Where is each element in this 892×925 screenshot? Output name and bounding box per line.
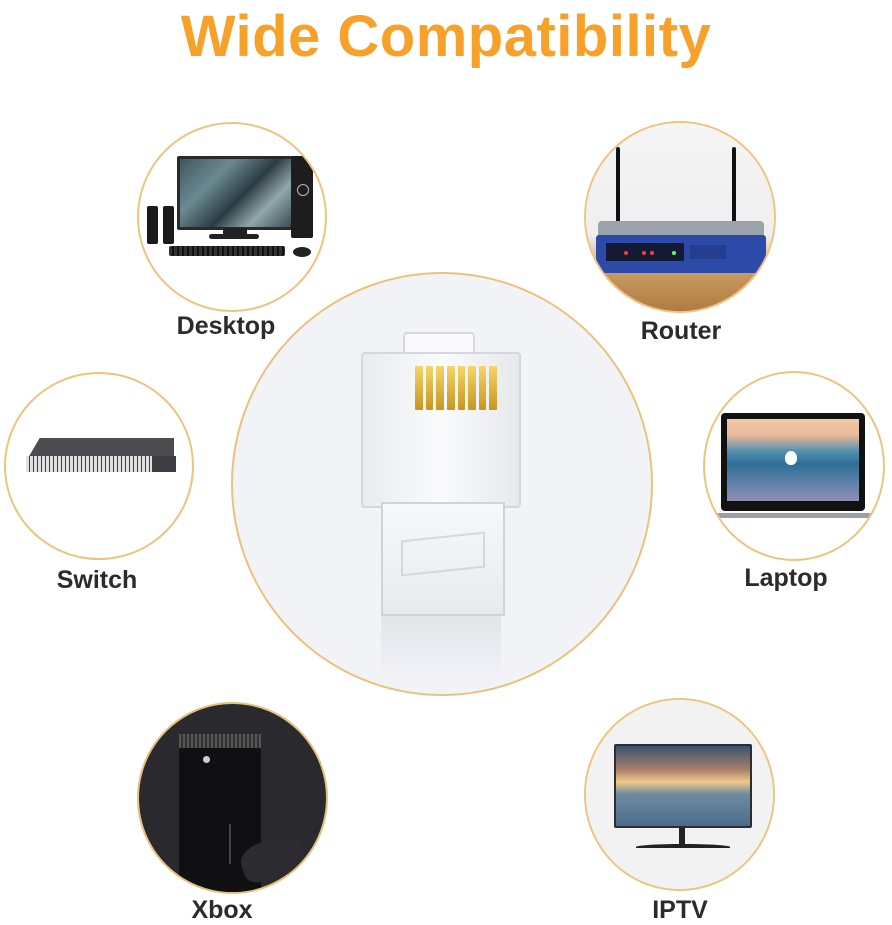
keyboard-icon <box>169 246 285 256</box>
mouse-icon <box>293 247 311 257</box>
led-icon <box>642 251 646 255</box>
antenna-icon <box>732 147 736 223</box>
pin <box>415 366 423 410</box>
xbox-logo-icon <box>203 756 210 763</box>
router-badge <box>690 245 726 259</box>
device-label-laptop: Laptop <box>744 564 828 592</box>
xbox-image <box>137 702 328 894</box>
disc-slot <box>229 824 231 864</box>
led-icon <box>672 251 676 255</box>
gold-pins <box>415 366 497 410</box>
pin <box>478 366 487 410</box>
xbox-vent-grille <box>179 734 261 748</box>
brand-logo-icon <box>297 184 309 196</box>
led-icon <box>624 251 628 255</box>
laptop-image <box>703 371 885 561</box>
pin <box>436 366 444 410</box>
device-label-desktop: Desktop <box>176 312 276 340</box>
iptv-image <box>584 698 775 891</box>
pin <box>468 366 476 410</box>
router-image <box>584 121 776 313</box>
device-label-iptv: IPTV <box>652 896 708 924</box>
pin <box>425 366 434 410</box>
rj45-connector-image <box>231 272 653 696</box>
speaker-icon <box>163 206 174 244</box>
pin <box>446 366 455 410</box>
monitor-base <box>209 234 259 239</box>
desktop-image <box>137 122 327 312</box>
switch-top <box>28 438 174 458</box>
connector-lower <box>381 502 505 616</box>
apple-logo-icon <box>785 451 797 465</box>
device-label-switch: Switch <box>56 566 138 594</box>
led-icon <box>650 251 654 255</box>
connector-reflection <box>381 614 501 684</box>
monitor-stand <box>223 228 247 236</box>
tv-base <box>636 844 730 850</box>
antenna-icon <box>616 147 620 223</box>
speaker-icon <box>147 206 158 244</box>
tv-stand <box>679 828 685 846</box>
pin <box>489 366 497 410</box>
device-label-xbox: Xbox <box>191 896 253 924</box>
pin <box>457 366 466 410</box>
router-top <box>598 221 764 237</box>
switch-image <box>4 372 194 560</box>
switch-ports-icon <box>26 456 176 472</box>
monitor-icon <box>177 156 295 230</box>
router-background <box>586 123 774 311</box>
sfp-ports <box>152 456 176 472</box>
device-label-router: Router <box>640 317 722 345</box>
tv-wallpaper <box>616 746 750 826</box>
page-title: Wide Compatibility <box>180 4 712 69</box>
laptop-base <box>709 513 881 518</box>
pc-tower-icon <box>291 156 313 238</box>
